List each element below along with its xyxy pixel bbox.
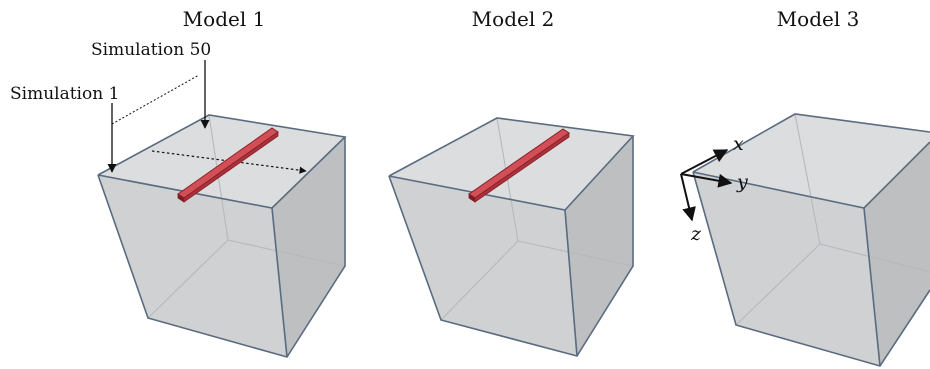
sweep-direction-arrow — [151, 150, 307, 174]
z-axis-arrow — [680, 173, 696, 222]
cube-2-back-edge — [440, 240, 519, 321]
cube-3-back-edge — [794, 113, 821, 245]
cube-1-side-face — [272, 137, 345, 357]
model-2-title: Model 2 — [472, 7, 555, 31]
cube-1-front-face — [98, 175, 287, 357]
model-1-bar — [177, 127, 279, 203]
x-axis-label: x — [733, 133, 744, 155]
z-axis-label: z — [690, 223, 702, 245]
x-axis-arrow — [680, 149, 729, 175]
y-axis-label: y — [736, 171, 748, 193]
cube-2-side-face — [565, 136, 633, 356]
cube-3-back-edge — [735, 243, 821, 326]
cube-3-front-edge — [863, 207, 881, 367]
simulation-range-dotted-line — [111, 74, 200, 125]
model-1-title: Model 1 — [183, 7, 266, 31]
cube-3-side-face — [864, 142, 930, 366]
model-2-cube — [388, 117, 635, 357]
bar-2-side — [474, 132, 570, 203]
cube-2-back-edge — [517, 240, 634, 267]
model-3-cube — [692, 113, 930, 367]
model-1-cube — [97, 114, 347, 358]
coordinate-axes: x y z — [680, 133, 748, 245]
cube-1-back-edge — [227, 239, 346, 267]
cube-1-back-edge — [147, 239, 229, 319]
cube-3-back-edge — [819, 243, 930, 273]
cube-2-front-edge — [564, 209, 578, 357]
cube-3-outline — [692, 171, 930, 367]
y-axis-arrow — [680, 173, 733, 188]
model-1-annotations: Simulation 1 Simulation 50 — [10, 40, 307, 174]
cube-3-top-face — [693, 114, 930, 208]
model-3-title: Model 3 — [777, 7, 860, 31]
cube-1-front-edge — [271, 207, 288, 358]
bar-1-side — [183, 131, 279, 203]
cube-2-front-face — [389, 176, 577, 356]
cube-1-top-face — [98, 115, 345, 208]
simulation-50-label: Simulation 50 — [91, 40, 211, 60]
simulation-1-label: Simulation 1 — [10, 84, 119, 104]
cube-3-front-face — [693, 172, 880, 366]
model-2-bar — [468, 128, 570, 203]
